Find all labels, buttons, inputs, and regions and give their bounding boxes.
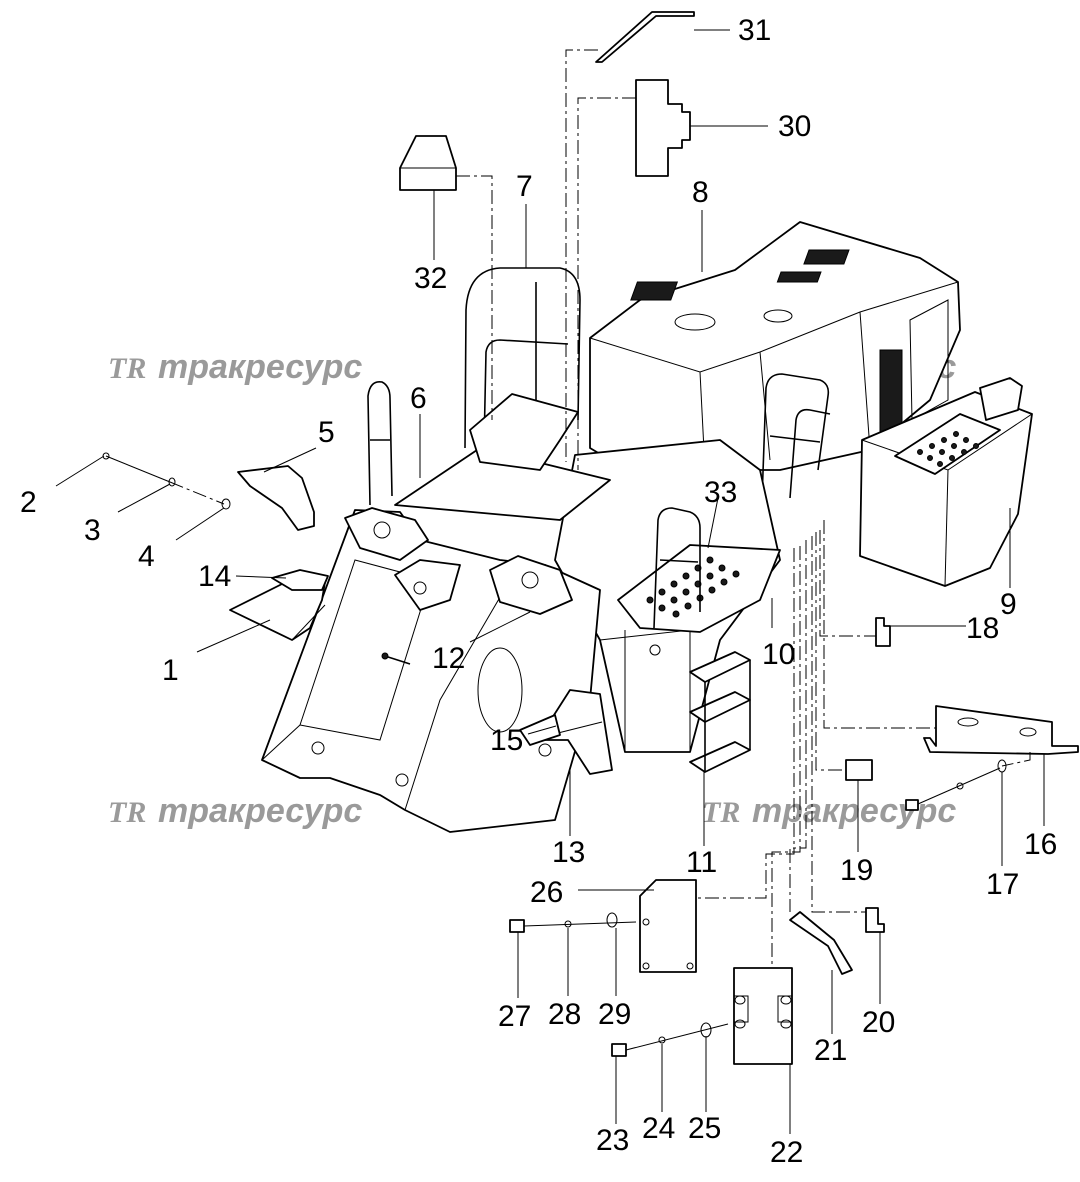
upper-deck [394, 447, 611, 521]
assembly-dashed-lines [169, 49, 1031, 968]
part-20-bracket [865, 907, 885, 933]
rear-step [537, 689, 613, 775]
callout-21: 21 [814, 1034, 847, 1067]
callout-4: 4 [138, 540, 155, 573]
front-loader-frame [261, 509, 601, 833]
callout-26: 26 [530, 876, 563, 909]
callout-8: 8 [692, 176, 709, 209]
callout-5: 5 [318, 416, 335, 449]
callout-10: 10 [762, 638, 795, 671]
ladder [689, 651, 751, 773]
callout-32: 32 [414, 262, 447, 295]
callout-15: 15 [490, 724, 523, 757]
callout-25: 25 [688, 1112, 721, 1145]
watermark-logo: TR [108, 352, 146, 385]
callout-24: 24 [642, 1112, 675, 1145]
fastener-set-2-3-4 [102, 452, 231, 510]
watermark-text: тракресурс [158, 348, 362, 386]
callout-23: 23 [596, 1124, 629, 1157]
callout-18: 18 [966, 612, 999, 645]
part-31-bent-strip [595, 11, 695, 63]
step-platform [617, 544, 781, 633]
watermark-logo: TR [108, 796, 146, 829]
watermark-text: тракресурс [752, 792, 956, 830]
callout-27: 27 [498, 1000, 531, 1033]
callout-labels: 1 2 3 4 5 6 7 8 9 10 11 12 13 14 15 16 1… [20, 14, 1057, 1169]
callout-33: 33 [704, 476, 737, 509]
part-5-bracket [237, 465, 315, 531]
callout-20: 20 [862, 1006, 895, 1039]
leader-lines [55, 29, 1045, 1134]
part-30-bracket [635, 79, 691, 177]
part-21-strip [789, 911, 853, 975]
fastener-set-17 [905, 759, 1007, 811]
part-16-cover-plate [923, 705, 1079, 755]
callout-3: 3 [84, 514, 101, 547]
watermark-logo: TR [702, 796, 740, 829]
callout-31: 31 [738, 14, 771, 47]
callout-2: 2 [20, 486, 37, 519]
part-22-plate [733, 967, 793, 1065]
fastener-set-27-28-29 [509, 912, 637, 933]
watermark-top-left: TR тракресурс [108, 348, 362, 386]
part-32-cover [399, 135, 457, 191]
part-18-clip [875, 617, 891, 647]
callout-19: 19 [840, 854, 873, 887]
callout-29: 29 [598, 998, 631, 1031]
callout-13: 13 [552, 836, 585, 869]
part-26-plate [639, 879, 697, 973]
callout-16: 16 [1024, 828, 1057, 861]
callout-11: 11 [686, 846, 717, 879]
callout-22: 22 [770, 1136, 803, 1169]
battery-box-grille [917, 431, 979, 467]
callout-9: 9 [1000, 588, 1017, 621]
watermark-bottom-left: TR тракресурс [108, 792, 362, 830]
fastener-set-23-24-25 [611, 1022, 729, 1057]
part-19-plate [845, 759, 873, 781]
callout-12: 12 [432, 642, 465, 675]
watermark-text: тракресурс [158, 792, 362, 830]
callout-14: 14 [198, 560, 231, 593]
callout-28: 28 [548, 998, 581, 1031]
watermark-bottom-right: TR тракресурс [702, 792, 956, 830]
callout-30: 30 [778, 110, 811, 143]
main-frame-assembly [229, 221, 1033, 833]
callout-17: 17 [986, 868, 1019, 901]
callout-7: 7 [516, 170, 533, 203]
callout-1: 1 [162, 654, 179, 687]
callout-6: 6 [410, 382, 427, 415]
